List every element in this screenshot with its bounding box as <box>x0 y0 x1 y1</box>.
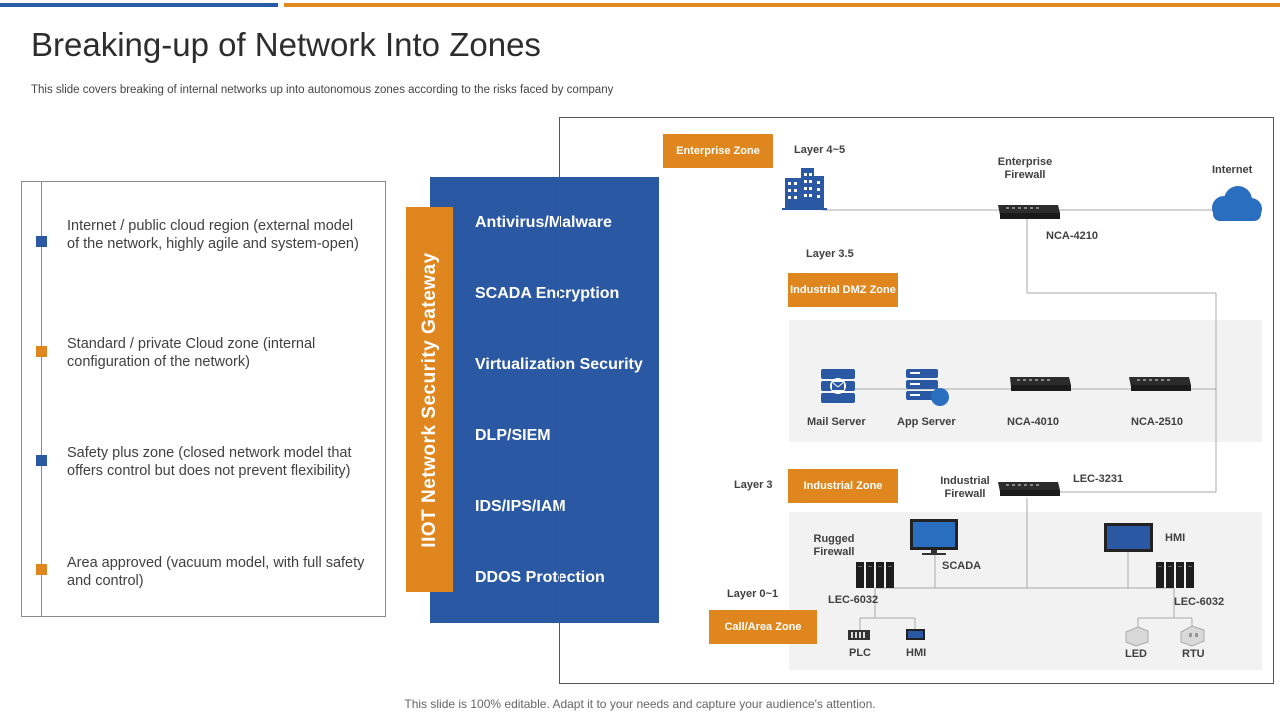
plc-icon <box>848 630 870 640</box>
nca-4010-label: NCA-4010 <box>1007 416 1059 428</box>
layer-label: Layer 3 <box>734 479 773 491</box>
scada-monitor-icon <box>910 519 958 555</box>
diagram-connections <box>782 168 1262 647</box>
top-accent-bar-blue <box>0 3 278 7</box>
gateway-label: IIOT Network Security Gateway <box>406 207 453 592</box>
gateway-item: SCADA Encryption <box>475 285 620 302</box>
gateway-item: Antivirus/Malware <box>475 214 612 231</box>
cloud-icon <box>1212 186 1262 221</box>
nca-4010-icon <box>1010 377 1071 391</box>
mail-server-label: Mail Server <box>807 416 866 428</box>
zone-item-text: Standard / private Cloud zone (internal … <box>67 336 316 370</box>
lec-6032-right-label: LEC-6032 <box>1174 596 1225 608</box>
hmi-label: HMI <box>1165 532 1186 544</box>
rugged-firewall-label: Rugged Firewall <box>813 533 855 558</box>
plc-label: PLC <box>849 647 871 659</box>
zone-marker-square <box>36 564 47 575</box>
zone-item-text: Area approved (vacuum model, with full s… <box>67 555 365 589</box>
industrial-firewall-icon <box>998 482 1060 496</box>
nca-2510-label: NCA-2510 <box>1131 416 1183 428</box>
layer-label: Layer 0~1 <box>727 588 779 600</box>
nca-2510-icon <box>1129 377 1191 391</box>
nca-4210-label: NCA-4210 <box>1046 230 1098 242</box>
zone-marker-square <box>36 236 47 247</box>
app-server-label: App Server <box>897 416 956 428</box>
zone-item-text: Safety plus zone (closed network model t… <box>67 445 352 479</box>
footer-note: This slide is 100% editable. Adapt it to… <box>404 697 876 711</box>
lec-3231-label: LEC-3231 <box>1073 473 1124 485</box>
gateway-panel <box>430 177 659 623</box>
mail-server-icon <box>821 369 855 403</box>
industrial-area-background <box>789 512 1262 670</box>
industrial-zone-box: Industrial Zone <box>788 469 898 503</box>
building-icon <box>782 168 827 210</box>
hmi-small-icon <box>906 629 925 640</box>
enterprise-firewall-label: Enterprise Firewall <box>997 156 1053 181</box>
zone-marker-square <box>36 346 47 357</box>
lec-6032-left-label: LEC-6032 <box>828 594 879 606</box>
led-icon <box>1125 626 1149 647</box>
rugged-firewall-right-icon <box>1156 562 1194 588</box>
gateway-item: IDS/IPS/IAM <box>475 498 566 515</box>
industrial-firewall-label: Industrial Firewall <box>940 475 990 500</box>
rugged-firewall-left-icon <box>856 562 894 588</box>
enterprise-zone-box: Enterprise Zone <box>663 134 773 168</box>
layer-label: Layer 4~5 <box>794 144 846 156</box>
page-title: Breaking-up of Network Into Zones <box>31 26 541 63</box>
gateway-item: DLP/SIEM <box>475 427 551 444</box>
rtu-label: RTU <box>1182 648 1205 660</box>
led-label: LED <box>1125 648 1147 660</box>
app-server-icon <box>906 369 949 406</box>
zone-list-line <box>41 182 42 616</box>
internet-label: Internet <box>1212 164 1253 176</box>
zone-list-panel: Internet / public cloud region (external… <box>21 181 386 617</box>
network-diagram: Enterprise Zone Industrial DMZ Zone Indu… <box>559 117 1274 684</box>
layer-label: Layer 3.5 <box>806 248 854 260</box>
zone-item-text: Internet / public cloud region (external… <box>67 218 359 252</box>
hmi-small-label: HMI <box>906 647 927 659</box>
gateway-item: Virtualization Security <box>475 356 643 373</box>
scada-label: SCADA <box>942 560 982 572</box>
hmi-panel-icon <box>1104 523 1153 552</box>
rtu-icon <box>1180 625 1205 647</box>
gateway-item: DDOS Protection <box>475 569 605 586</box>
gateway-label-bar <box>406 207 453 592</box>
gateway-label-text: IIOT Network Security Gateway <box>418 251 440 548</box>
dmz-zone-box: Industrial DMZ Zone <box>788 273 898 307</box>
zone-marker-square <box>36 455 47 466</box>
top-accent-bar-orange <box>284 3 1280 7</box>
cell-area-zone-box: Call/Area Zone <box>709 610 817 644</box>
page-subtitle: This slide covers breaking of internal n… <box>31 84 614 96</box>
enterprise-firewall-icon <box>998 205 1060 219</box>
